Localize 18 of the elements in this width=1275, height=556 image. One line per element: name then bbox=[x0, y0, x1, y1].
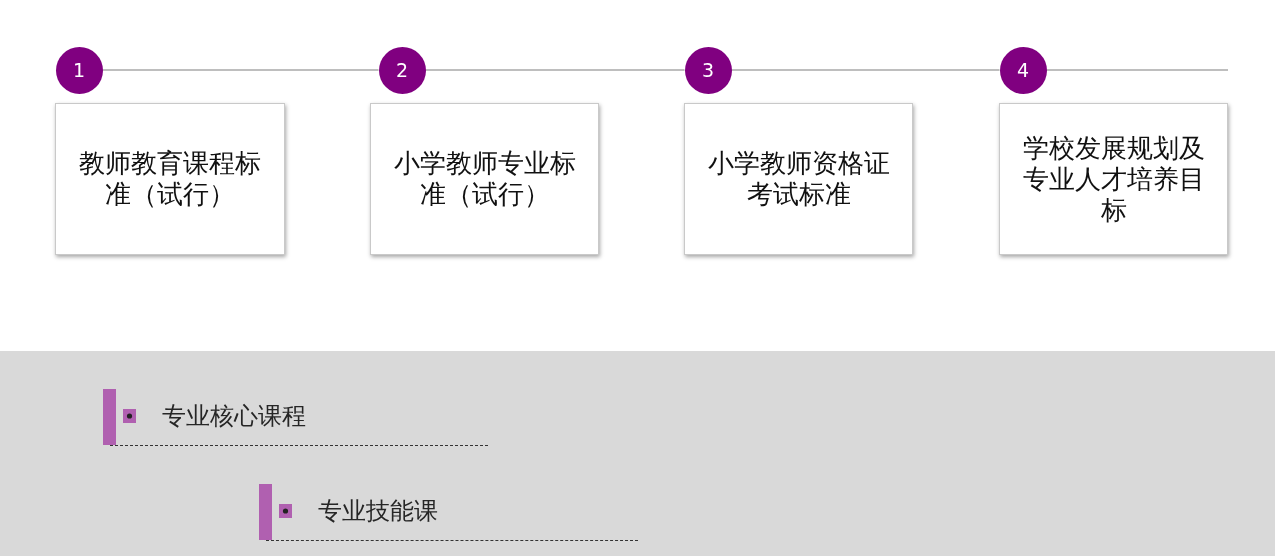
card-text: 小学教师专业标准（试行） bbox=[392, 148, 577, 210]
timeline-line bbox=[730, 69, 1001, 71]
step-number: 3 bbox=[701, 59, 715, 81]
timeline-line bbox=[1045, 69, 1229, 71]
text-card bbox=[55, 103, 285, 255]
timeline-line bbox=[101, 69, 380, 71]
text-card bbox=[370, 103, 599, 255]
card-text: 学校发展规划及专业人才培养目标 bbox=[1021, 132, 1206, 226]
step-number: 2 bbox=[395, 59, 409, 81]
section-heading: 专业核心课程 bbox=[162, 401, 306, 431]
step-number: 1 bbox=[72, 59, 86, 81]
card-text: 教师教育课程标准（试行） bbox=[78, 148, 262, 210]
step-number: 4 bbox=[1016, 59, 1030, 81]
timeline-line bbox=[424, 69, 686, 71]
section-heading: 专业技能课 bbox=[318, 496, 438, 526]
text-card bbox=[684, 103, 913, 255]
text-card bbox=[999, 103, 1228, 255]
card-text: 小学教师资格证考试标准 bbox=[706, 148, 891, 210]
